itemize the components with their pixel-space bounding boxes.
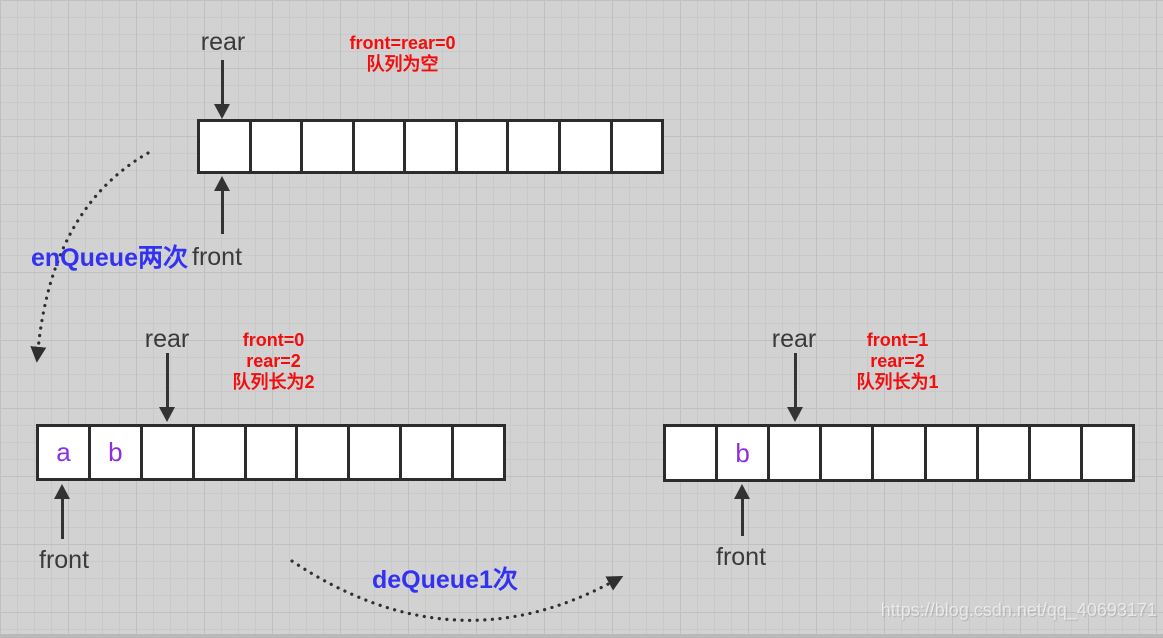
note-line: rear=2 xyxy=(246,351,301,371)
queue-cell xyxy=(458,122,510,171)
note-line: front=0 xyxy=(242,330,305,350)
arrow-shaft xyxy=(740,499,744,536)
note-line: rear=2 xyxy=(870,351,925,371)
queue-cell xyxy=(1083,427,1132,479)
front-pointer-arrow xyxy=(734,484,750,536)
queue-box-empty xyxy=(197,119,664,174)
arrow-shaft xyxy=(165,353,169,407)
arrow-shaft xyxy=(220,191,224,234)
state-note: front=1 rear=2 队列长为1 xyxy=(820,330,975,393)
queue-cell xyxy=(613,122,662,171)
queue-cell xyxy=(770,427,823,479)
queue-cell xyxy=(402,427,455,478)
enqueue-operation-label: enQueue两次 xyxy=(31,244,188,272)
watermark: https://blog.csdn.net/qq_40693171 xyxy=(880,600,1157,620)
queue-cell xyxy=(247,427,299,478)
queue-cell xyxy=(303,122,355,171)
note-line: 队列长为2 xyxy=(232,372,315,392)
state-note: front=0 rear=2 队列长为2 xyxy=(196,330,351,393)
queue-cell xyxy=(195,427,247,478)
queue-cell xyxy=(561,122,613,171)
state-note: front=rear=0 队列为空 xyxy=(320,33,485,75)
queue-cell xyxy=(406,122,458,171)
front-label: front xyxy=(716,543,767,571)
queue-cell: b xyxy=(91,427,143,478)
arrow-head-down-icon xyxy=(159,407,175,422)
note-line: 队列为空 xyxy=(366,54,439,74)
queue-cell xyxy=(454,427,503,478)
queue-cell xyxy=(822,427,875,479)
queue-cell: b xyxy=(718,427,771,479)
note-line: front=rear=0 xyxy=(349,33,456,53)
queue-cell xyxy=(143,427,195,478)
arrow-head-down-icon xyxy=(787,407,803,422)
bottom-edge-strip xyxy=(0,634,1163,638)
rear-label: rear xyxy=(771,325,817,353)
front-label: front xyxy=(39,546,90,574)
arrow-head-down-icon xyxy=(214,104,230,119)
queue-cell xyxy=(509,122,561,171)
queue-cell xyxy=(666,427,719,479)
rear-label: rear xyxy=(200,28,246,56)
arrow-shaft xyxy=(793,353,797,407)
queue-box-after-dequeue: b xyxy=(663,424,1135,482)
arrow-head-up-icon xyxy=(734,484,750,499)
note-line: 队列长为1 xyxy=(856,372,939,392)
queue-cell xyxy=(355,122,407,171)
queue-cell xyxy=(298,427,351,478)
queue-cell xyxy=(1031,427,1083,479)
front-pointer-arrow xyxy=(214,176,230,234)
note-line: front=1 xyxy=(866,330,929,350)
queue-cell: a xyxy=(39,427,91,478)
front-pointer-arrow xyxy=(54,484,70,539)
arrow-shaft xyxy=(220,60,224,104)
rear-pointer-arrow xyxy=(159,353,175,422)
rear-label: rear xyxy=(144,325,190,353)
queue-cell xyxy=(350,427,403,478)
queue-cell xyxy=(252,122,304,171)
queue-cell xyxy=(927,427,979,479)
dequeue-operation-label: deQueue1次 xyxy=(372,566,518,594)
queue-cell xyxy=(979,427,1031,479)
arrow-head-up-icon xyxy=(54,484,70,499)
front-label: front xyxy=(192,243,243,271)
queue-cell xyxy=(874,427,927,479)
arrow-head-up-icon xyxy=(214,176,230,191)
rear-pointer-arrow xyxy=(787,353,803,422)
arrow-shaft xyxy=(60,499,64,539)
queue-cell xyxy=(200,122,252,171)
rear-pointer-arrow xyxy=(214,60,230,119)
queue-box-after-enqueue: a b xyxy=(36,424,506,481)
